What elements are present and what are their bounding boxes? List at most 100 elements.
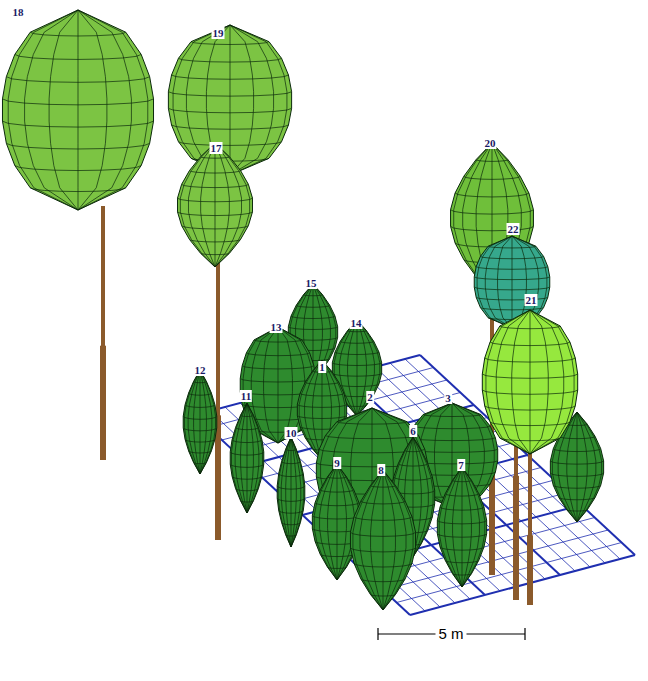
crown-mesh [178, 58, 281, 62]
crown-mesh [185, 439, 215, 442]
crown-mesh [313, 284, 330, 380]
crown-mesh [370, 594, 395, 596]
crown-mesh [240, 379, 316, 382]
crown-mesh [215, 143, 229, 267]
crown-mesh [486, 310, 530, 454]
crown-mesh [530, 310, 548, 454]
crown-mesh [281, 437, 291, 547]
crown-mesh [337, 464, 338, 580]
crown-mesh [462, 467, 485, 587]
crown-mesh [398, 464, 428, 466]
crown-mesh [496, 310, 530, 454]
tree-number: 22 [507, 223, 520, 235]
tree-number: 10 [285, 427, 298, 439]
crown [183, 370, 217, 474]
crown-mesh [291, 316, 335, 319]
crown-mesh [247, 403, 248, 513]
tree-number: 12 [194, 364, 207, 376]
crown-mesh [215, 143, 216, 267]
crown-mesh [440, 547, 484, 550]
crown-mesh [236, 489, 259, 491]
crown-mesh [185, 405, 215, 408]
crown-mesh [25, 10, 78, 210]
crown-mesh [332, 373, 381, 376]
crown-mesh [230, 464, 264, 467]
crown-mesh [286, 535, 297, 536]
tree-number: 8 [377, 464, 385, 476]
crown-mesh [247, 403, 259, 513]
crown-mesh [553, 485, 600, 488]
crown-mesh [347, 331, 366, 332]
crown-mesh [452, 574, 471, 575]
crown-mesh [230, 452, 264, 455]
crown-mesh [480, 256, 543, 258]
crown-mesh [78, 10, 131, 210]
crown-mesh [279, 474, 304, 477]
tree [437, 467, 486, 587]
crown-mesh [455, 193, 529, 197]
crown-mesh [409, 438, 496, 441]
tree [183, 370, 217, 474]
crown-mesh [30, 188, 126, 192]
crown-mesh [305, 382, 339, 384]
crown-mesh [550, 473, 603, 476]
tree-number: 15 [305, 277, 318, 289]
crown-mesh [357, 320, 374, 416]
crown-mesh [172, 125, 289, 129]
tree-number: 6 [409, 425, 417, 437]
crown-mesh [8, 10, 78, 210]
crown-mesh [264, 327, 278, 443]
crown-mesh [577, 412, 596, 522]
crown [178, 143, 253, 267]
crown-mesh [490, 422, 570, 426]
crown-mesh [279, 510, 304, 513]
crown-mesh [230, 25, 254, 175]
crown-mesh [477, 236, 512, 328]
crown-mesh [168, 92, 291, 96]
crown-mesh [15, 166, 141, 171]
crown-mesh [300, 393, 344, 396]
crown-mesh [462, 467, 479, 587]
crown-mesh [462, 467, 471, 587]
crown-mesh [236, 427, 259, 429]
crown-mesh [423, 415, 481, 417]
crown-mesh [452, 480, 471, 481]
tree-number: 11 [240, 390, 252, 402]
trunk [528, 450, 532, 605]
crown-mesh [437, 520, 486, 524]
crown-mesh [482, 390, 577, 394]
crown [168, 25, 291, 175]
crown-mesh [194, 462, 207, 463]
crown-mesh [500, 438, 560, 441]
crown-mesh [371, 470, 383, 610]
crown-mesh [188, 143, 215, 267]
crown-mesh [462, 467, 463, 587]
crown-mesh [282, 461, 301, 463]
tree-number: 21 [525, 294, 538, 306]
crown-mesh [180, 143, 215, 267]
crown-mesh [512, 310, 530, 454]
tree-number: 18 [12, 6, 25, 18]
crown-mesh [194, 382, 207, 383]
crown-mesh [361, 501, 405, 504]
tree-number: 3 [444, 392, 452, 404]
crown-mesh [282, 523, 301, 525]
trees [2, 10, 603, 610]
crown-mesh [189, 393, 212, 395]
crown-mesh [445, 494, 479, 496]
crown [277, 437, 305, 547]
crown-mesh [235, 403, 247, 513]
crown-mesh [278, 327, 292, 443]
crown-mesh [337, 422, 407, 424]
crown-mesh [383, 470, 406, 610]
crown-mesh [320, 490, 354, 492]
crown-mesh [189, 171, 240, 173]
crown-mesh [191, 42, 269, 45]
crown-mesh [291, 437, 292, 547]
crown-mesh [485, 358, 576, 362]
crown-mesh [337, 464, 346, 580]
crown-mesh [49, 10, 78, 210]
crown-mesh [335, 352, 379, 355]
crown-mesh [247, 403, 262, 513]
